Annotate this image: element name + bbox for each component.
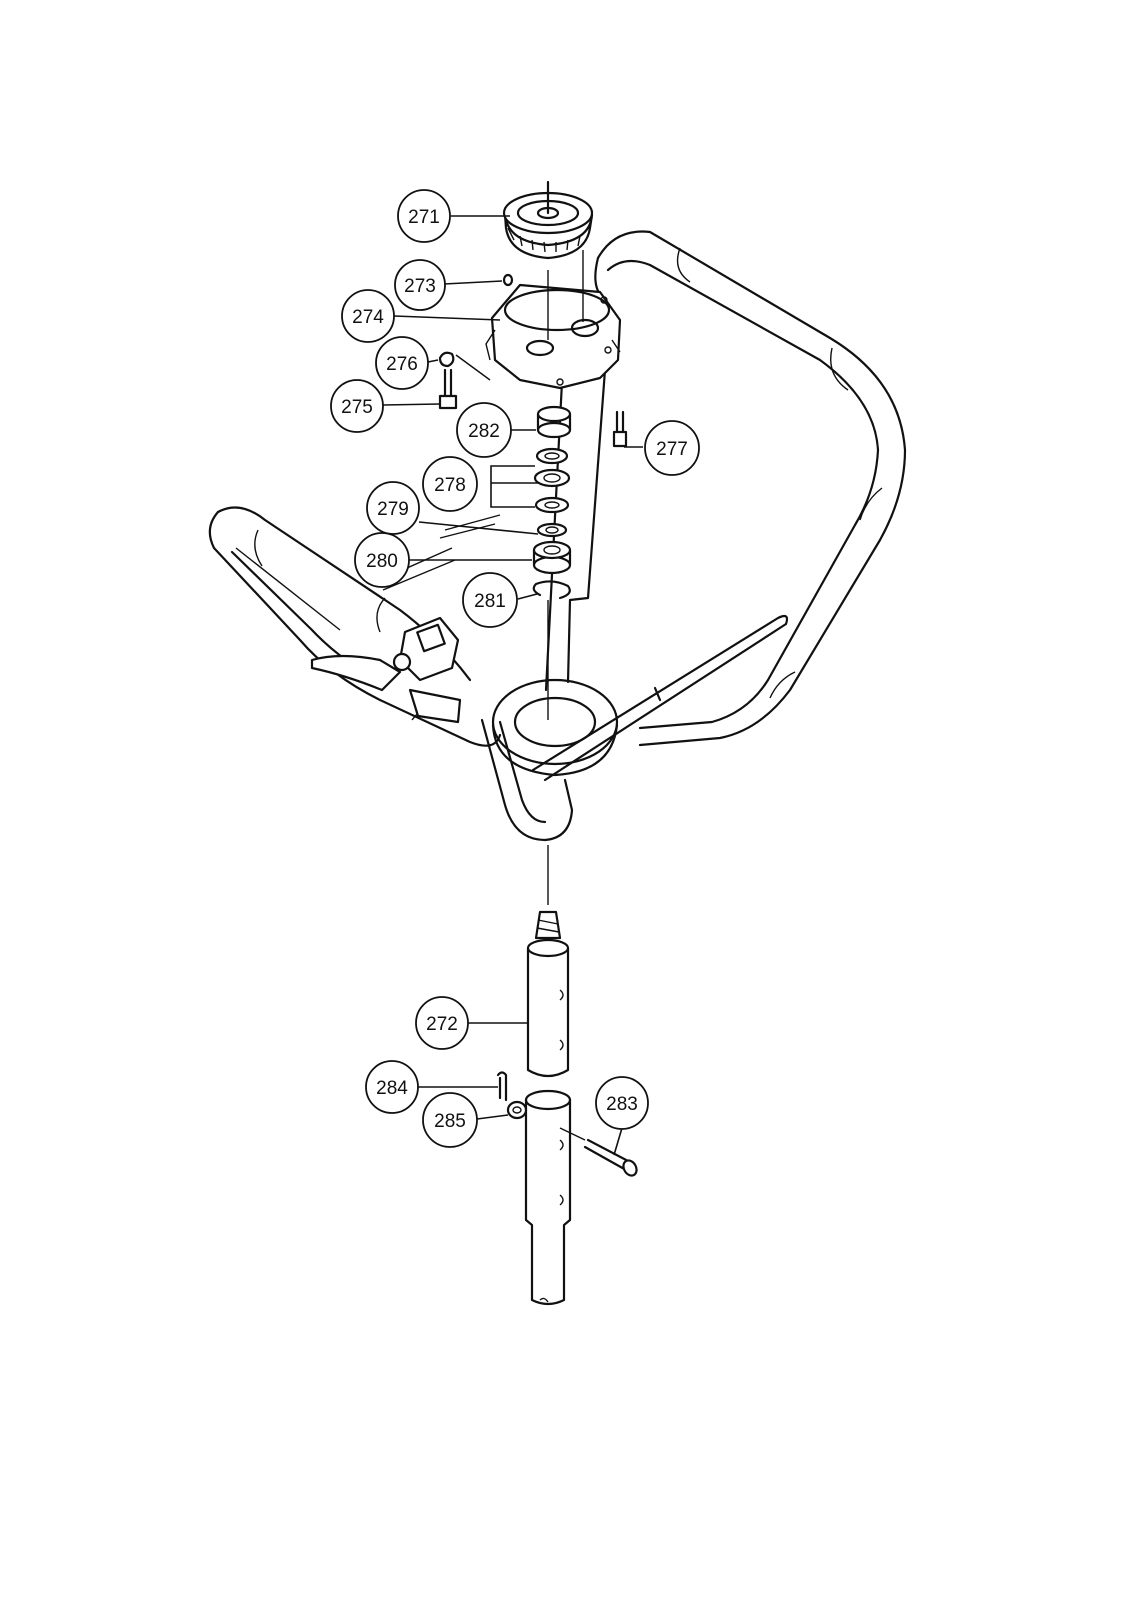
callout-272: 272 xyxy=(415,996,469,1050)
callout-276: 276 xyxy=(375,336,429,390)
throttle-switch xyxy=(310,616,462,724)
callout-label: 273 xyxy=(404,276,436,297)
callout-273: 273 xyxy=(394,259,446,311)
callout-279: 279 xyxy=(366,481,420,535)
callout-285: 285 xyxy=(422,1092,478,1148)
callout-278: 278 xyxy=(422,456,478,512)
shaft-272 xyxy=(526,910,570,1078)
callout-280: 280 xyxy=(354,532,410,588)
callout-283: 283 xyxy=(595,1076,649,1130)
callout-label: 282 xyxy=(468,421,500,442)
callout-271: 271 xyxy=(397,189,451,243)
callout-label: 276 xyxy=(386,354,418,375)
callout-label: 272 xyxy=(426,1014,458,1035)
callout-284: 284 xyxy=(365,1060,419,1114)
callout-label: 280 xyxy=(366,551,398,572)
gearbox-housing xyxy=(485,283,622,390)
callout-label: 279 xyxy=(377,499,409,520)
callout-label: 277 xyxy=(656,439,688,460)
callout-277: 277 xyxy=(644,420,700,476)
callout-281: 281 xyxy=(462,572,518,628)
callout-274: 274 xyxy=(341,289,395,343)
small-parts xyxy=(438,273,628,905)
callout-label: 275 xyxy=(341,397,373,418)
auger-tube xyxy=(496,1071,638,1306)
callout-label: 271 xyxy=(408,207,440,228)
callout-label: 274 xyxy=(352,307,384,328)
leader-lines xyxy=(382,215,643,1156)
callout-label: 284 xyxy=(376,1078,408,1099)
callout-282: 282 xyxy=(456,402,512,458)
callout-label: 285 xyxy=(434,1111,466,1132)
callout-label: 278 xyxy=(434,475,466,496)
callout-275: 275 xyxy=(330,379,384,433)
callout-label: 283 xyxy=(606,1094,638,1115)
gear-271 xyxy=(502,180,594,340)
callout-label: 281 xyxy=(474,591,506,612)
